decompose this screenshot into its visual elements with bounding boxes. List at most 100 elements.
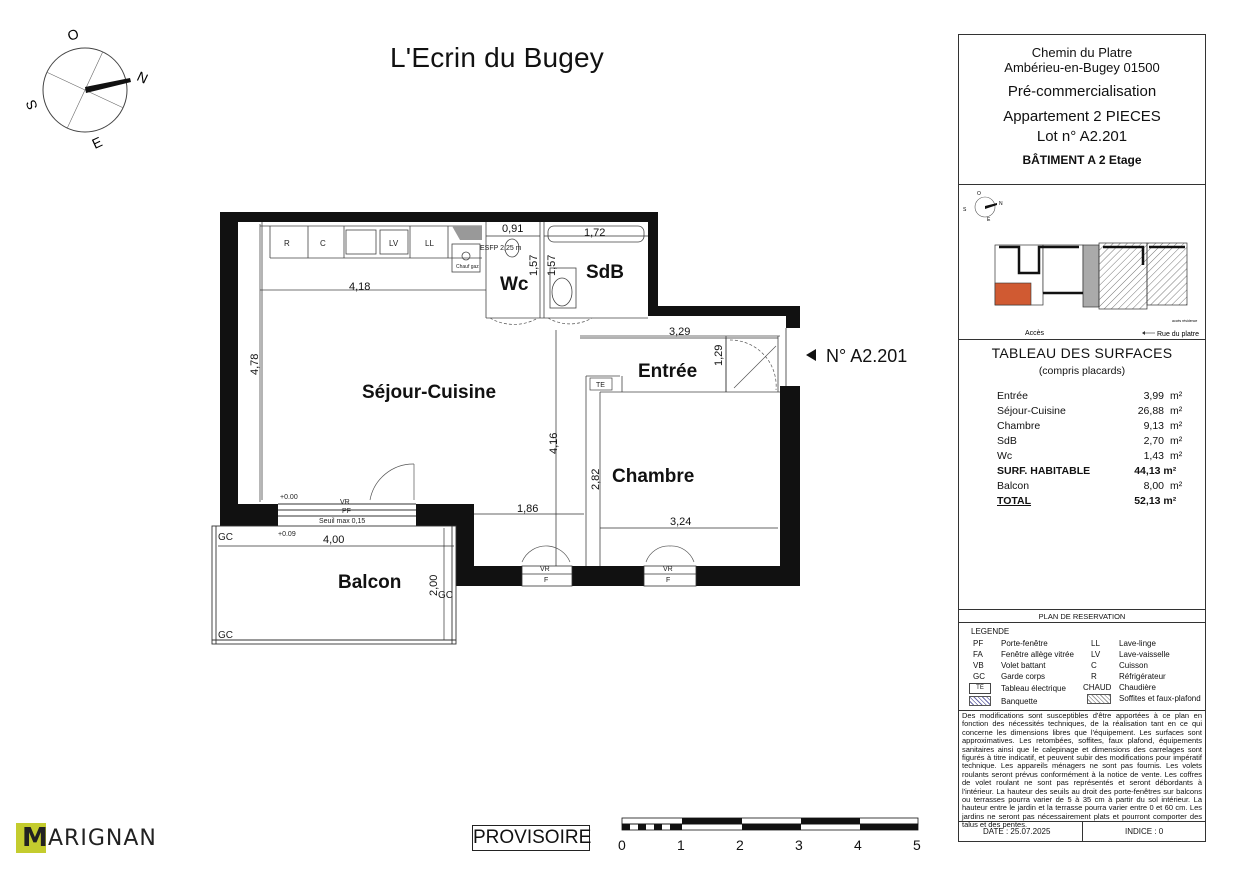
gc-label-3: GC: [438, 590, 453, 601]
surfaces-title: TABLEAU DES SURFACES: [991, 345, 1173, 361]
scale-4: 4: [854, 837, 862, 853]
gc-label-1: GC: [218, 532, 233, 543]
dim-3-24: 3,24: [670, 516, 691, 528]
legend-item: LL: [1091, 639, 1100, 648]
chaud-note: Chauf gaz: [456, 264, 479, 270]
soffite-swatch-icon: [1087, 694, 1111, 704]
dim-1-57-b: 1,57: [546, 255, 558, 276]
windows: [521, 328, 787, 587]
room-sdb: SdB: [586, 262, 624, 283]
legend: LEGENDE PF Porte-fenêtre FA Fenêtre allè…: [959, 623, 1205, 711]
legend-item: FA: [973, 650, 983, 659]
date-label: DATE : 25.07.2025: [983, 827, 1051, 836]
legend-item-label: Cuisson: [1119, 661, 1148, 670]
floor-plan-drawing: O N S E: [22, 25, 921, 853]
status-text: Pré-commercialisation: [1007, 83, 1157, 100]
dim-4-18: 4,18: [349, 281, 370, 293]
room-chambre: Chambre: [612, 466, 694, 487]
footer-row: DATE : 25.07.2025 INDICE : 0: [959, 822, 1205, 842]
disclaimer-text: Des modifications sont susceptibles d'êt…: [959, 711, 1205, 829]
address-line-1: Chemin du Platre: [1031, 45, 1133, 60]
legend-item: CHAUD: [1083, 683, 1112, 692]
marignan-logo: M ARIGNAN: [16, 822, 157, 854]
vr-label-3: VR: [663, 566, 673, 573]
compass-s: S: [22, 98, 40, 112]
walls: [220, 212, 800, 586]
apartment-type: Appartement 2 PIECES: [1003, 108, 1161, 125]
legend-item-label: Fenêtre allège vitrée: [1001, 650, 1074, 659]
project-header: Chemin du Platre Ambérieu-en-Bugey 01500…: [959, 35, 1205, 185]
gc-label-2: GC: [218, 630, 233, 641]
dimension-labels: 0,91 1,72 1,57 1,57 4,18 4,78 3,29 1,29 …: [249, 223, 725, 596]
scale-2: 2: [736, 837, 744, 853]
legend-item: GC: [973, 672, 985, 681]
sink-icon: [452, 226, 482, 240]
dim-1-57-a: 1,57: [528, 255, 540, 276]
dim-1-72: 1,72: [584, 227, 605, 239]
kitchen-ll: LL: [425, 239, 434, 248]
f-label-2: F: [666, 577, 670, 584]
room-sejour: Séjour-Cuisine: [362, 382, 496, 403]
svg-text:E: E: [987, 217, 991, 223]
footer-divider: [1082, 822, 1083, 842]
index-label: INDICE : 0: [1125, 827, 1164, 836]
legend-item-label: Porte-fenêtre: [1001, 639, 1048, 648]
seuil-note: Seuil max 0,15: [319, 518, 365, 525]
legend-item-label: Lave-linge: [1119, 639, 1156, 648]
plan-annotations: R C LV LL ESFP 2,25 m Chauf gaz +0.00 VR…: [218, 239, 673, 641]
building-floor: BÂTIMENT A 2 Etage: [1022, 153, 1142, 167]
level-1: +0.09: [278, 531, 296, 538]
legend-title: LEGENDE: [971, 627, 1010, 636]
compass-n: N: [135, 68, 151, 87]
legend-item: C: [1091, 661, 1097, 670]
lot-number: Lot n° A2.201: [1036, 128, 1128, 145]
scale-0: 0: [618, 837, 626, 853]
pf-label-1: PF: [342, 508, 351, 515]
mini-plan-drawing: O N S E Accès Rue du platre accès r: [963, 191, 1199, 338]
scale-bar: 0 1 2 3 4 5: [618, 817, 921, 853]
legend-item-label: Volet battant: [1001, 661, 1046, 670]
door-swings: [369, 317, 777, 563]
dim-4-16: 4,16: [548, 433, 560, 454]
dimension-lines: [218, 224, 778, 640]
lot-highlight: [994, 282, 1032, 306]
surfaces-table: TABLEAU DES SURFACES (compris placards) …: [959, 340, 1205, 610]
reservation-label: PLAN DE RESERVATION: [959, 610, 1205, 623]
svg-text:N: N: [999, 201, 1003, 207]
legend-item-label: Banquette: [1001, 697, 1038, 706]
f-label-1: F: [544, 577, 548, 584]
svg-text:O: O: [977, 191, 981, 197]
dim-2-00: 2,00: [428, 575, 440, 596]
site-mini-plan: O N S E Accès Rue du platre accès r: [959, 185, 1205, 340]
compass-icon: O N S E: [22, 25, 150, 152]
legend-item: R: [1091, 672, 1097, 681]
mini-rue: Rue du platre: [1157, 331, 1199, 338]
legend-item: VB: [973, 661, 984, 670]
mini-note: accès résidence: [1172, 319, 1197, 323]
vr-label-1: VR: [340, 499, 350, 506]
legend-item-label: Tableau électrique: [1001, 684, 1066, 693]
svg-text:S: S: [963, 207, 967, 213]
dim-4-78: 4,78: [249, 354, 261, 375]
dim-4-00: 4,00: [323, 534, 344, 546]
surfaces-subtitle: (compris placards): [1038, 365, 1126, 377]
logo-mark-icon: M: [16, 823, 48, 853]
provisoire-stamp: PROVISOIRE: [472, 825, 591, 851]
room-balcon: Balcon: [338, 572, 401, 593]
dim-3-29: 3,29: [669, 326, 690, 338]
legend-item: PF: [973, 639, 984, 648]
scale-1: 1: [677, 837, 685, 853]
legend-item-label: Réfrigérateur: [1119, 672, 1166, 681]
level-0: +0.00: [280, 494, 298, 501]
legend-item-label: Lave-vaisselle: [1119, 650, 1170, 659]
dim-2-82: 2,82: [590, 469, 602, 490]
logo-text: ARIGNAN: [48, 825, 157, 851]
kitchen-r: R: [284, 239, 290, 248]
compass-e: E: [89, 133, 104, 151]
